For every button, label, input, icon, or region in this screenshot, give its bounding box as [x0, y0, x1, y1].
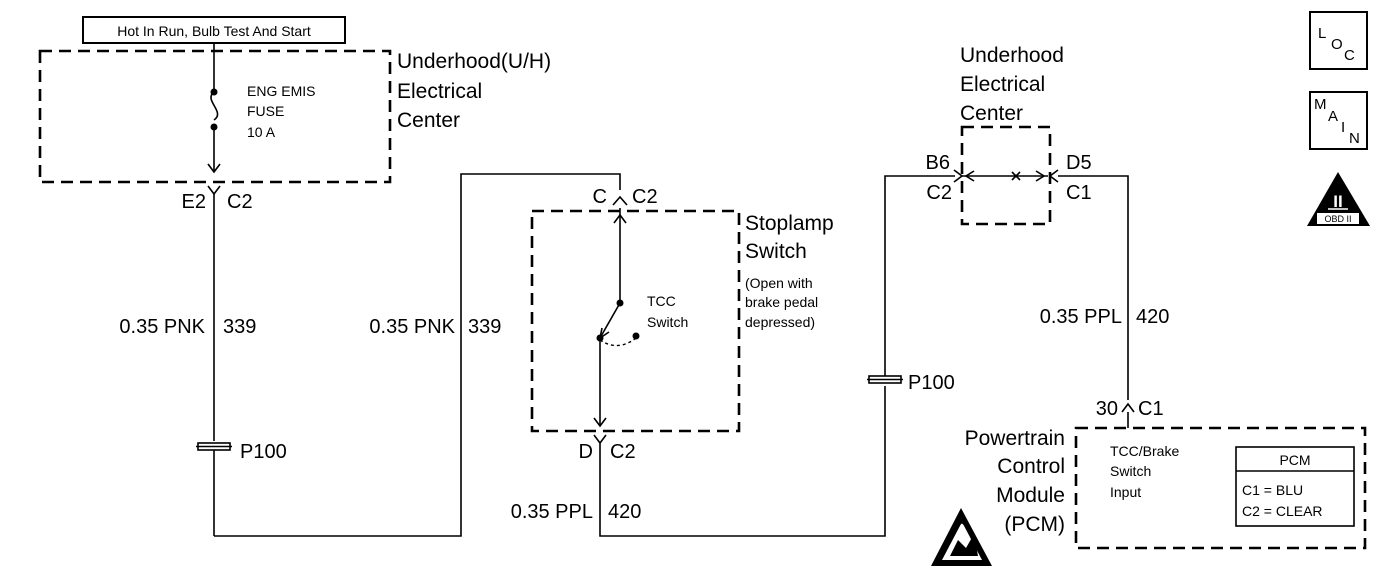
- connector-b6-pin: B6: [926, 152, 950, 174]
- loc-icon[interactable]: L O C: [1309, 11, 1368, 70]
- pcm-table-row-2: C2 = CLEAR: [1242, 503, 1323, 519]
- wire-339-mid-circuit: 339: [468, 316, 501, 338]
- tcc-switch-label-1: TCC: [647, 293, 676, 309]
- pcm-table-header: PCM: [1279, 452, 1310, 468]
- connector-e2-symbol: [207, 185, 221, 196]
- fuse-label-3: 10 A: [247, 124, 276, 140]
- esd-warning-icon: [931, 508, 992, 566]
- pcm-table-row-1: C1 = BLU: [1242, 482, 1303, 498]
- pcm-name-4: (PCM): [1004, 513, 1065, 536]
- uhec-right-name-1: Underhood: [960, 44, 1064, 67]
- pcm-connector-table: PCM C1 = BLU C2 = CLEAR: [1235, 446, 1355, 527]
- connector-c-symbol: [612, 195, 628, 206]
- connector-b6-c2: C2: [926, 182, 952, 204]
- stoplamp-name-1: Stoplamp: [745, 212, 834, 235]
- fuse-label-1: ENG EMIS: [247, 83, 315, 99]
- supply-label-text: Hot In Run, Bulb Test And Start: [117, 23, 311, 39]
- uhec-right-jumper: [953, 169, 1059, 183]
- wire-339-left-circuit: 339: [223, 316, 256, 338]
- splice-p100-right-label: P100: [908, 372, 955, 394]
- stoplamp-switch-box: [530, 209, 741, 433]
- connector-d-pin: D: [579, 441, 593, 463]
- wire-339-loop: [214, 173, 621, 537]
- wire-339-left-gauge: 0.35 PNK: [119, 316, 205, 338]
- uhec-right-name-2: Electrical: [960, 73, 1045, 96]
- obd-ii-icon[interactable]: II OBD II: [1307, 172, 1370, 226]
- connector-d5-c1: C1: [1066, 182, 1092, 204]
- wire-420-pcm-circuit: 420: [1136, 306, 1169, 328]
- connector-d-c2: C2: [610, 441, 636, 463]
- pcm-name-2: Control: [997, 455, 1065, 478]
- connector-d5-pin: D5: [1066, 152, 1092, 174]
- splice-p100-left-label: P100: [240, 441, 287, 463]
- splice-p100-right: [867, 375, 903, 384]
- tcc-switch-label-2: Switch: [647, 314, 688, 330]
- connector-30-pin: 30: [1096, 398, 1118, 420]
- connector-e2-c2: C2: [227, 191, 253, 213]
- stoplamp-note-2: brake pedal: [745, 294, 818, 310]
- tcc-switch: [593, 208, 640, 428]
- stoplamp-note-1: (Open with: [745, 275, 813, 291]
- uhec-top-box: [38, 49, 392, 184]
- main-icon-n: N: [1349, 130, 1360, 147]
- connector-c-c2: C2: [632, 186, 658, 208]
- wire-420-pcm-gauge: 0.35 PPL: [1040, 306, 1122, 328]
- main-icon-m: M: [1314, 96, 1327, 113]
- wire-339-mid-gauge: 0.35 PNK: [369, 316, 455, 338]
- fuse-label-2: FUSE: [247, 103, 284, 119]
- connector-c-pin: C: [593, 186, 607, 208]
- connector-30-c1: C1: [1138, 398, 1164, 420]
- wire-420-lower: [599, 386, 886, 537]
- uhec-top-name-1: Underhood(U/H): [397, 50, 551, 73]
- wire-420-lower-circuit: 420: [608, 501, 641, 523]
- wire-420-lower-gauge: 0.35 PPL: [511, 501, 593, 523]
- uhec-top-name-2: Electrical: [397, 80, 482, 103]
- main-icon-a: A: [1328, 108, 1338, 125]
- connector-30-symbol: [1121, 402, 1135, 413]
- pcm-input-2: Switch: [1110, 463, 1151, 479]
- stoplamp-note-3: depressed): [745, 314, 815, 330]
- supply-label: Hot In Run, Bulb Test And Start: [82, 16, 346, 44]
- wire-420-pcm: [1058, 175, 1129, 400]
- wire-420-upper: [884, 175, 955, 376]
- main-icon-i: I: [1341, 119, 1345, 136]
- obd-icon-numeral: II: [1333, 192, 1342, 211]
- connector-d-symbol: [593, 434, 607, 445]
- loc-icon-o: O: [1331, 36, 1343, 53]
- pcm-name-1: Powertrain: [965, 427, 1065, 450]
- uhec-top-name-3: Center: [397, 109, 460, 132]
- connector-e2-pin: E2: [182, 191, 206, 213]
- pcm-input-3: Input: [1110, 484, 1141, 500]
- pcm-box: [1074, 426, 1367, 550]
- loc-icon-c: C: [1344, 47, 1355, 64]
- uhec-right-name-3: Center: [960, 102, 1023, 125]
- obd-icon-label: OBD II: [1324, 214, 1351, 224]
- stoplamp-name-2: Switch: [745, 240, 807, 263]
- loc-icon-l: L: [1318, 25, 1326, 42]
- pcm-name-3: Module: [996, 484, 1065, 507]
- eng-emis-fuse: [207, 43, 221, 174]
- pcm-input-1: TCC/Brake: [1110, 443, 1179, 459]
- splice-p100-left: [196, 442, 232, 536]
- main-icon[interactable]: M A I N: [1309, 91, 1368, 150]
